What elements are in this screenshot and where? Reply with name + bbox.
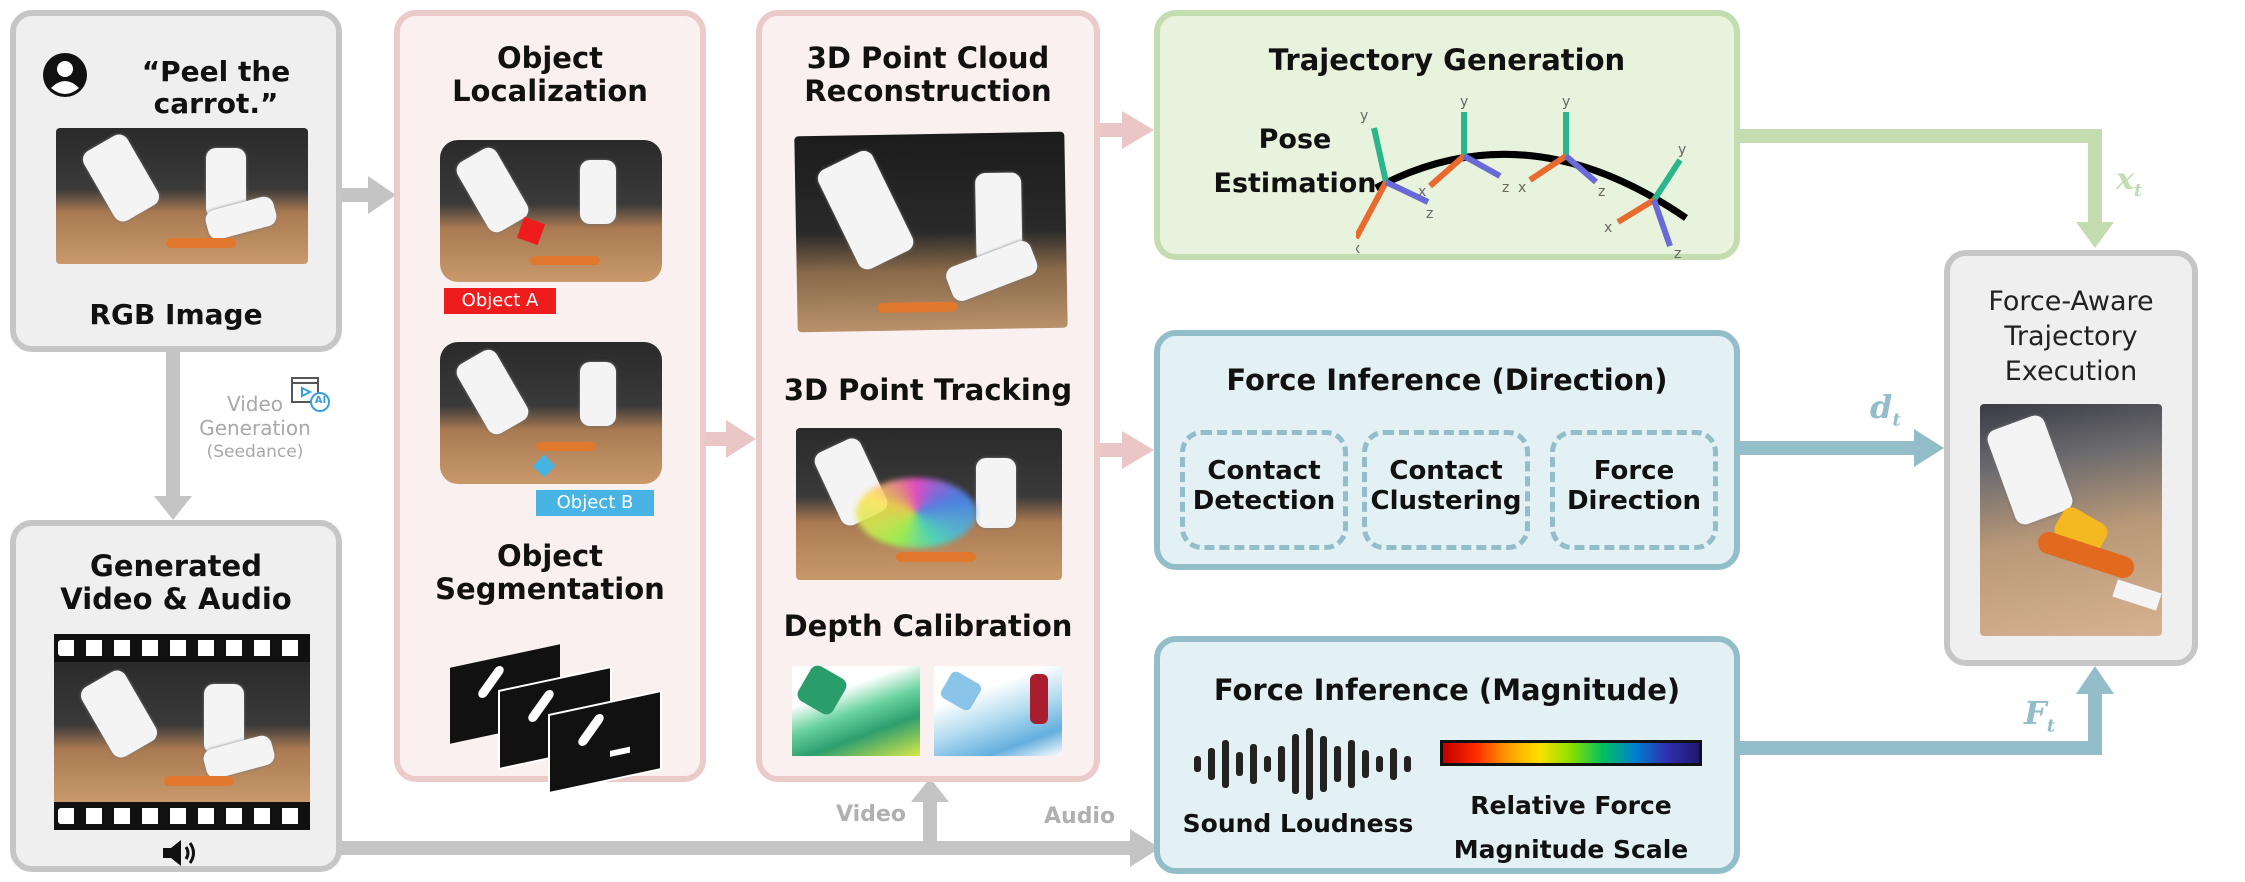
arrow-pointcloud-to-trajectory — [1100, 111, 1154, 149]
rgb-image-caption: RGB Image — [89, 298, 263, 331]
user-icon — [43, 53, 87, 97]
force-direction-panel: Force Inference (Direction) Contact Dete… — [1154, 330, 1740, 570]
svg-text:y: y — [1562, 98, 1570, 110]
ai-video-icon: AI — [290, 376, 330, 412]
speaker-icon — [163, 840, 195, 866]
contact-detection-box: Contact Detection — [1180, 430, 1348, 550]
svg-text:y: y — [1460, 98, 1468, 110]
svg-text:z: z — [1598, 184, 1605, 200]
point-tracking-title: 3D Point Tracking — [783, 373, 1073, 407]
execution-title: Force-Aware Trajectory Execution — [1988, 286, 2154, 387]
point-tracking-image — [796, 428, 1062, 580]
arrow-trajectory-to-execution — [1738, 129, 2114, 248]
depth-calibration-title: Depth Calibration — [783, 609, 1073, 643]
ai-badge: AI — [314, 395, 327, 406]
rgb-robot-image — [56, 128, 308, 264]
contact-detection-label: Contact Detection — [1192, 456, 1336, 516]
generated-title: Generated Video & Audio — [60, 549, 292, 617]
arrow-magnitude-to-execution — [1740, 666, 2114, 755]
force-direction-title: Force Inference (Direction) — [1226, 363, 1668, 397]
pose-frame-4: y x z — [1604, 142, 1686, 258]
svg-text:x: x — [1418, 184, 1426, 200]
force-aware-execution-panel: Force-Aware Trajectory Execution — [1944, 250, 2198, 666]
svg-text:x: x — [1604, 220, 1612, 236]
execution-image — [1980, 404, 2162, 636]
sound-wave-icon — [1194, 728, 1411, 800]
segmentation-title: Object Segmentation — [435, 539, 665, 607]
rgb-image-panel: “Peel the carrot.” RGB Image — [10, 10, 342, 352]
generated-video-audio-panel: Generated Video & Audio — [10, 520, 342, 872]
svg-text:z: z — [1426, 206, 1433, 222]
svg-text:z: z — [1502, 180, 1509, 196]
object-b-tag: Object B — [536, 490, 654, 516]
label-video: Video — [836, 802, 906, 827]
trajectory-generation-panel: Trajectory Generation Pose Estimation y … — [1154, 10, 1740, 260]
arrow-generated-to-magnitude — [340, 829, 1160, 867]
arrow-rgb-to-localization — [340, 176, 396, 214]
depth-map-a — [792, 662, 920, 756]
arrow-video-up — [911, 778, 949, 848]
contact-clustering-label: Contact Clustering — [1370, 456, 1522, 516]
sound-loudness-label: Sound Loudness — [1182, 809, 1414, 838]
instruction-quote: “Peel the carrot.” — [141, 55, 291, 121]
label-ft: Ft — [2024, 694, 2056, 737]
trajectory-title: Trajectory Generation — [1268, 43, 1626, 77]
svg-text:x: x — [1518, 180, 1526, 196]
svg-text:z: z — [1674, 246, 1681, 258]
point-cloud-title: 3D Point Cloud Reconstruction — [804, 41, 1052, 109]
pose-frame-2: y x z — [1418, 98, 1509, 200]
localization-title: Object Localization — [452, 41, 648, 109]
svg-text:y: y — [1678, 142, 1686, 158]
point-cloud-panel: 3D Point Cloud Reconstruction 3D Point T… — [756, 10, 1100, 782]
localization-image-b — [440, 342, 662, 484]
object-a-tag: Object A — [444, 288, 556, 314]
pose-estimation-label: Pose Estimation — [1213, 124, 1377, 199]
object-localization-panel: Object Localization Object A Object B Ob… — [394, 10, 706, 792]
contact-clustering-box: Contact Clustering — [1362, 430, 1530, 550]
arrow-rgb-to-generated — [154, 352, 192, 520]
point-cloud-image — [794, 131, 1068, 333]
generated-video-frame — [54, 662, 310, 802]
depth-map-b — [934, 666, 1062, 756]
arrow-pointcloud-to-direction — [1100, 431, 1154, 469]
film-strip — [54, 634, 310, 830]
force-direction-box: Force Direction — [1550, 430, 1718, 550]
label-dt: dt — [1870, 388, 1901, 431]
force-direction-label: Force Direction — [1566, 456, 1702, 516]
force-scale-label: Relative Force Magnitude Scale — [1453, 791, 1689, 864]
localization-image-a — [440, 140, 662, 282]
pose-frame-3: y x z — [1518, 98, 1605, 200]
svg-text:y: y — [1360, 108, 1368, 124]
video-generation-label: Video Generation (Seedance) — [199, 392, 311, 462]
force-magnitude-colorbar — [1440, 740, 1702, 766]
force-magnitude-panel: Force Inference (Magnitude) Sound Loudne… — [1154, 636, 1740, 874]
label-xt: xt — [2116, 162, 2143, 201]
label-audio: Audio — [1044, 804, 1116, 829]
svg-text:x: x — [1356, 241, 1360, 257]
arrow-localization-to-pointcloud — [706, 420, 756, 458]
pose-trajectory-diagram: y x z y x z y x z y x z — [1356, 98, 1688, 258]
pose-frame-1: y x z — [1356, 108, 1433, 257]
force-magnitude-title: Force Inference (Magnitude) — [1213, 673, 1681, 707]
arrow-direction-to-execution — [1740, 429, 1944, 467]
